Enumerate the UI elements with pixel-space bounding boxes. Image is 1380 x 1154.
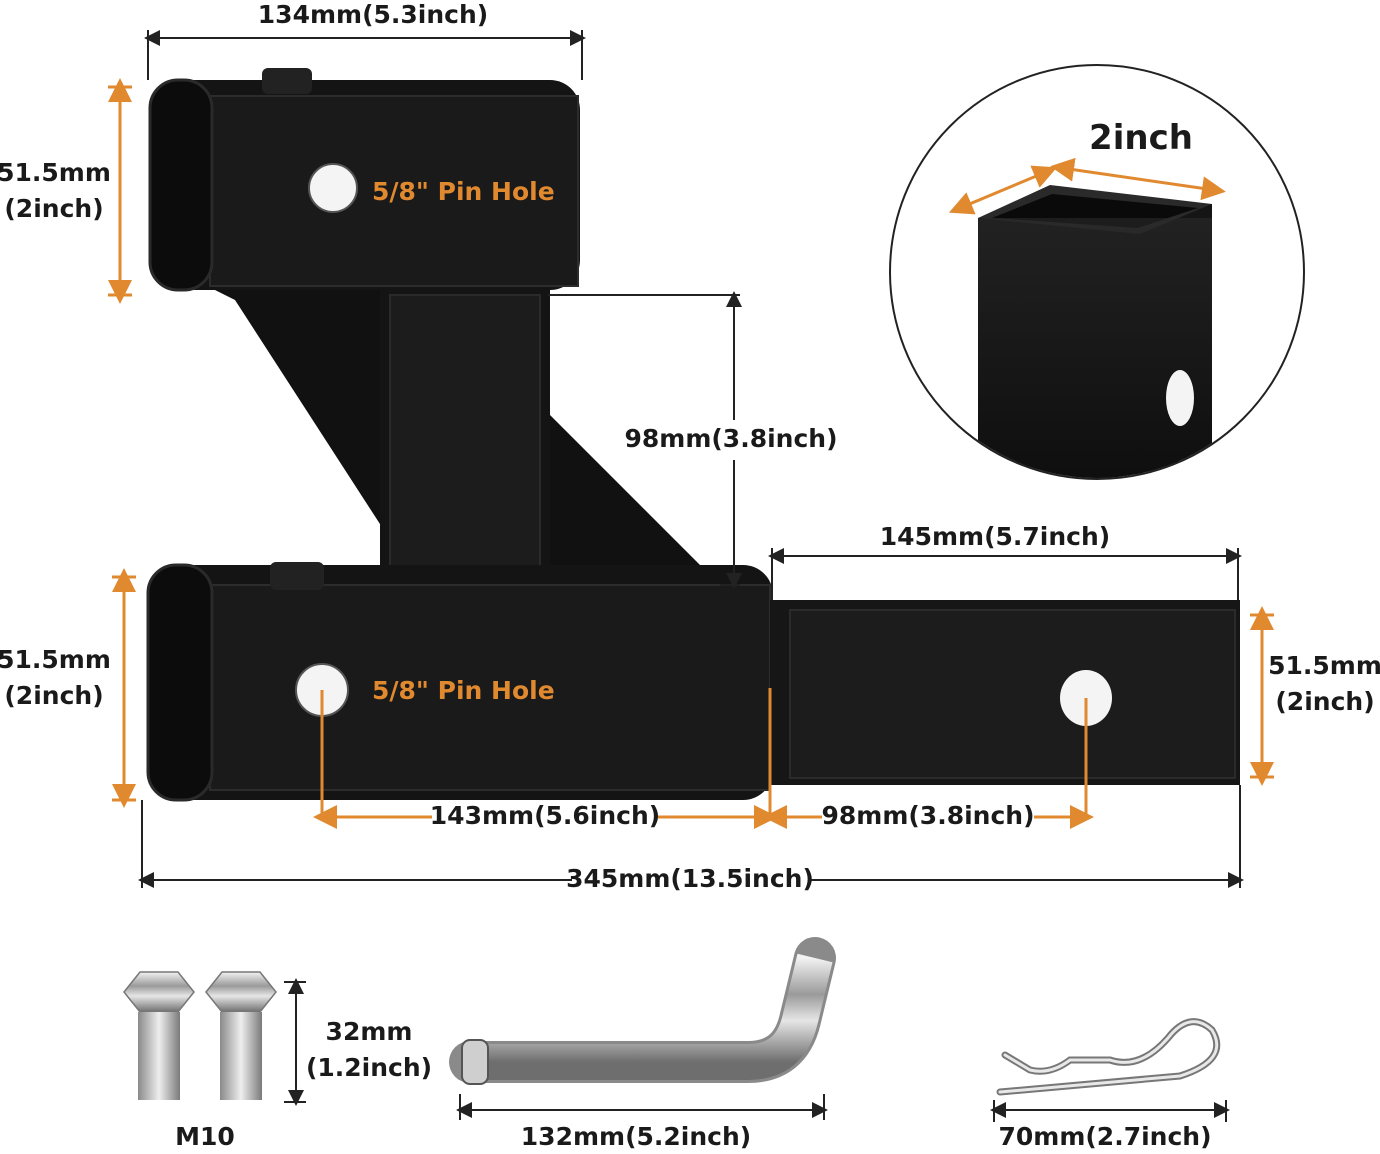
drop-label: 98mm(3.8inch)	[624, 424, 838, 453]
hex-bolt-icon	[123, 971, 277, 1100]
square-tube-icon	[889, 64, 1305, 480]
tube-size-label: 2inch	[1089, 118, 1193, 158]
pin-dimension-line	[456, 1094, 828, 1120]
hole-spacing-2-label: 98mm(3.8inch)	[821, 801, 1035, 830]
shank-length-label: 145mm(5.7inch)	[879, 522, 1111, 551]
pin-length-label: 132mm(5.2inch)	[520, 1122, 752, 1151]
hole-spacing-1-label: 143mm(5.6inch)	[429, 801, 661, 830]
bolt-size-label: M10	[175, 1122, 235, 1151]
hitch-pin-icon	[449, 937, 836, 1085]
shank-height-in-label: (2inch)	[1275, 687, 1375, 716]
upper-height-in-label: (2inch)	[4, 194, 104, 223]
clip-dimension-line	[990, 1100, 1230, 1122]
bolt-length-mm-label: 32mm	[325, 1017, 413, 1046]
hairpin-clip-icon	[996, 1018, 1221, 1096]
orange-dimension-lines	[108, 78, 1274, 829]
bolt-length-in-label: (1.2inch)	[305, 1053, 433, 1082]
pin-hole-lower-label: 5/8" Pin Hole	[372, 676, 555, 705]
bolt-dimension-line	[284, 978, 306, 1106]
shank-height-mm-label: 51.5mm	[1268, 651, 1380, 680]
drop-hitch-icon	[146, 68, 1240, 802]
dark-dimension-lines	[138, 30, 1244, 888]
lower-height-mm-label: 51.5mm	[0, 645, 111, 674]
pin-hole-upper-label: 5/8" Pin Hole	[372, 177, 555, 206]
upper-height-mm-label: 51.5mm	[0, 158, 111, 187]
total-length-label: 345mm(13.5inch)	[566, 864, 814, 893]
lower-height-in-label: (2inch)	[4, 681, 104, 710]
clip-length-label: 70mm(2.7inch)	[998, 1122, 1212, 1151]
top-width-label: 134mm(5.3inch)	[257, 0, 489, 29]
